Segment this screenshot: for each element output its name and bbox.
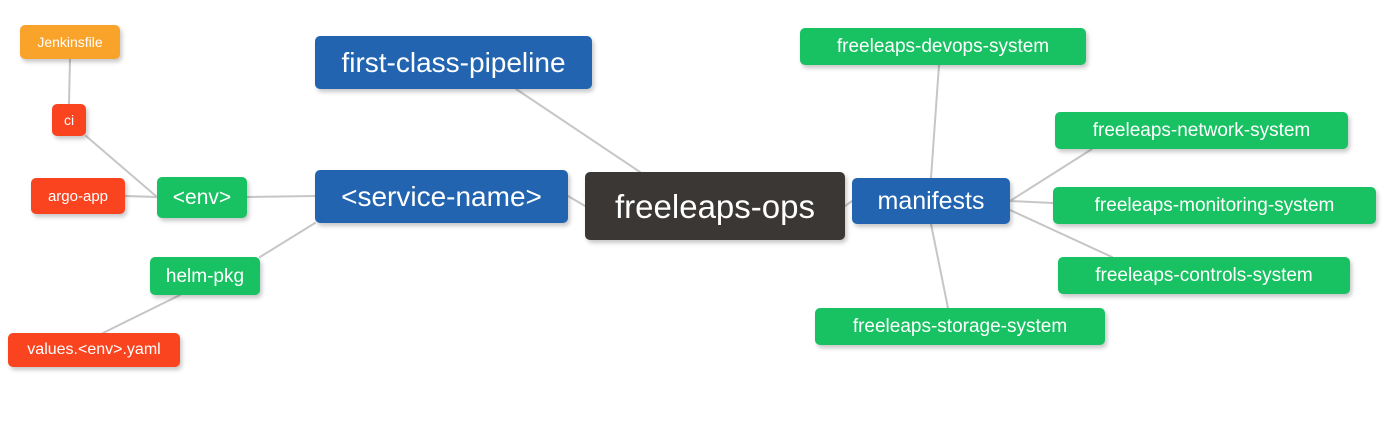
node-manifests[interactable]: manifests xyxy=(852,178,1010,224)
node-devops[interactable]: freeleaps-devops-system xyxy=(800,28,1086,65)
node-label-devops: freeleaps-devops-system xyxy=(836,36,1050,57)
edge-env-to-service-name xyxy=(246,195,316,198)
node-controls[interactable]: freeleaps-controls-system xyxy=(1058,257,1350,294)
node-label-env: <env> xyxy=(172,186,232,209)
node-label-root: freeleaps-ops xyxy=(615,187,815,225)
node-ci[interactable]: ci xyxy=(52,104,86,136)
node-storage[interactable]: freeleaps-storage-system xyxy=(815,308,1105,345)
node-network[interactable]: freeleaps-network-system xyxy=(1055,112,1348,149)
node-argo-app[interactable]: argo-app xyxy=(31,178,125,214)
node-label-values-yaml: values.<env>.yaml xyxy=(27,341,161,358)
node-label-storage: freeleaps-storage-system xyxy=(852,316,1068,337)
node-label-monitoring: freeleaps-monitoring-system xyxy=(1094,195,1335,216)
edge-first-class-to-root xyxy=(515,88,641,173)
node-label-service-name: <service-name> xyxy=(341,180,542,212)
node-label-argo-app: argo-app xyxy=(47,187,109,205)
node-env[interactable]: <env> xyxy=(157,177,247,218)
node-label-first-class: first-class-pipeline xyxy=(341,46,566,78)
node-monitoring[interactable]: freeleaps-monitoring-system xyxy=(1053,187,1376,224)
edge-root-to-manifests xyxy=(844,200,853,207)
edge-jenkinsfile-to-ci xyxy=(68,58,71,105)
node-values-yaml[interactable]: values.<env>.yaml xyxy=(8,333,180,367)
edge-argo-app-to-env xyxy=(124,195,158,198)
node-helm-pkg[interactable]: helm-pkg xyxy=(150,257,260,295)
edge-service-name-to-helm-pkg xyxy=(259,222,316,258)
edge-manifests-to-devops xyxy=(930,64,940,179)
edge-manifests-to-storage xyxy=(930,223,949,309)
edge-manifests-to-monitoring xyxy=(1009,200,1054,204)
edge-service-name-to-root xyxy=(567,195,586,207)
node-label-jenkinsfile: Jenkinsfile xyxy=(37,34,103,50)
node-label-manifests: manifests xyxy=(877,186,985,215)
node-label-network: freeleaps-network-system xyxy=(1092,120,1311,141)
node-label-ci: ci xyxy=(63,112,75,128)
node-service-name[interactable]: <service-name> xyxy=(315,170,568,223)
edge-helm-pkg-to-values-yaml xyxy=(102,294,181,334)
node-label-helm-pkg: helm-pkg xyxy=(165,265,245,287)
node-first-class[interactable]: first-class-pipeline xyxy=(315,36,592,89)
node-jenkinsfile[interactable]: Jenkinsfile xyxy=(20,25,120,59)
node-label-controls: freeleaps-controls-system xyxy=(1095,265,1313,286)
node-root[interactable]: freeleaps-ops xyxy=(585,172,845,240)
